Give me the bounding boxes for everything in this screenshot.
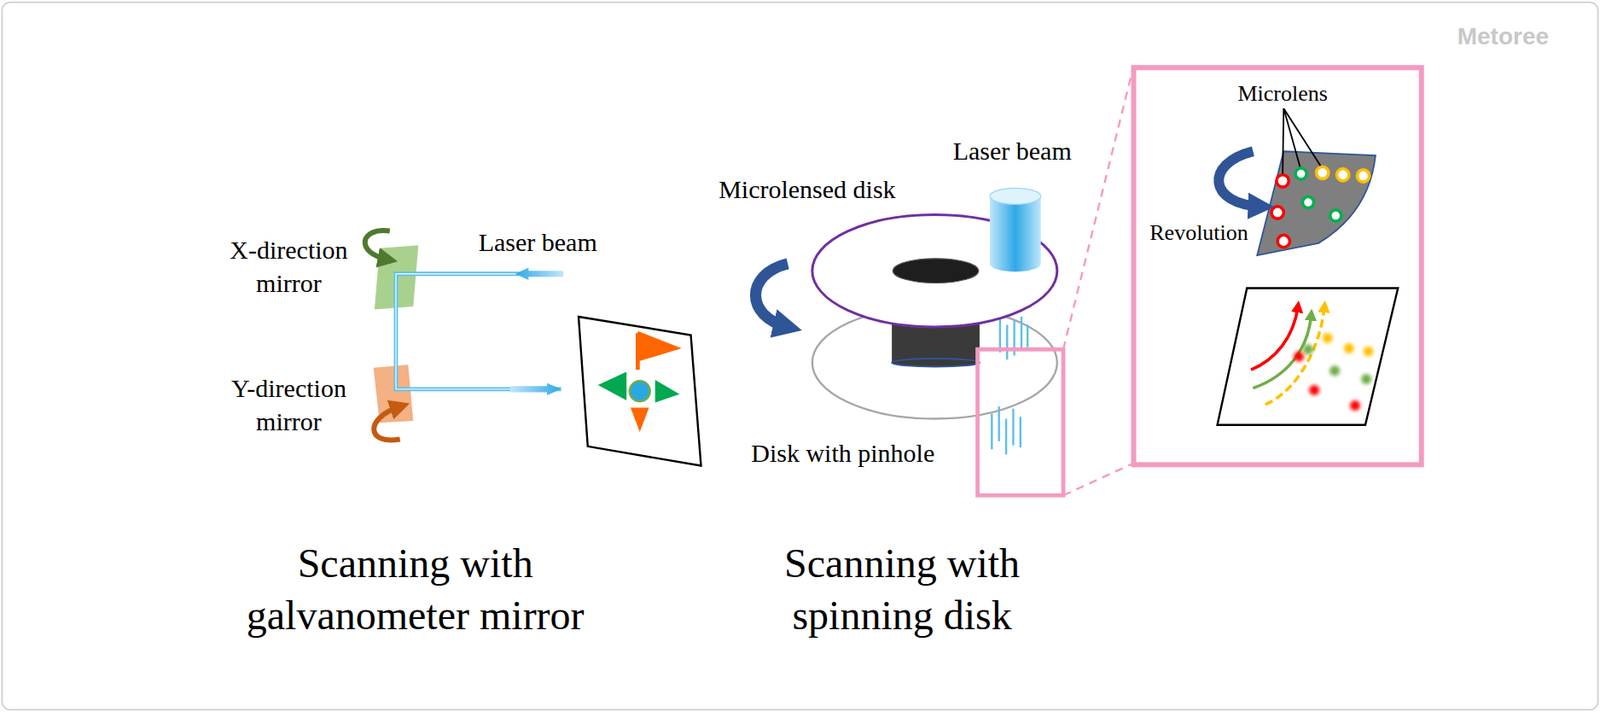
watermark: Metoree [1457,22,1549,52]
screen [578,316,701,466]
caption-label: Scanning with spinning disk [761,536,1043,641]
inset-screen [1217,287,1399,425]
leader-lines [1282,108,1321,175]
laser-cylinder [989,187,1042,272]
beam-arrow-in [515,267,564,280]
laser-core [395,273,564,390]
flag [637,331,681,362]
revolution-arrow [1218,151,1262,207]
beam-label: Laser beam [478,225,598,259]
mirror-label: X-direction mirror [220,232,357,300]
beams-between [1000,316,1028,360]
caption-label: Scanning with galvanometer mirror [227,536,604,641]
spindle-base [891,358,980,367]
laser-path [395,273,564,390]
red-trace [1250,306,1298,370]
zoom-box [977,349,1064,495]
x-rotation-arrow [365,230,390,260]
motion-label: Revolution [1149,219,1249,247]
y-rotation-arrow [373,406,401,440]
green-trace [1252,314,1311,389]
beam-arrow-out [510,383,562,396]
orange-arrow-down [630,407,650,432]
zoom-line [1063,463,1133,495]
green-arrow-left [598,372,627,401]
disk-label: Disk with pinhole [750,436,935,470]
disk-label: Microlensed disk [718,172,896,206]
scan-spot [629,380,651,402]
green-arrow-right [655,379,681,402]
mirror-label: Y-direction mirror [220,371,357,438]
zoom-line [1063,69,1133,350]
disk-hub [892,258,978,284]
microlenses [1271,166,1370,247]
disk-rotation-arrow [755,263,788,327]
part-label: Microlens [1237,80,1327,108]
y-mirror [373,364,414,423]
inset-panel [1134,67,1422,465]
beam-label: Laser beam [953,133,1072,168]
yellow-trace [1265,306,1325,405]
beams-out [991,406,1020,454]
focal-spots [1293,332,1374,411]
disk-sector [1256,151,1376,256]
